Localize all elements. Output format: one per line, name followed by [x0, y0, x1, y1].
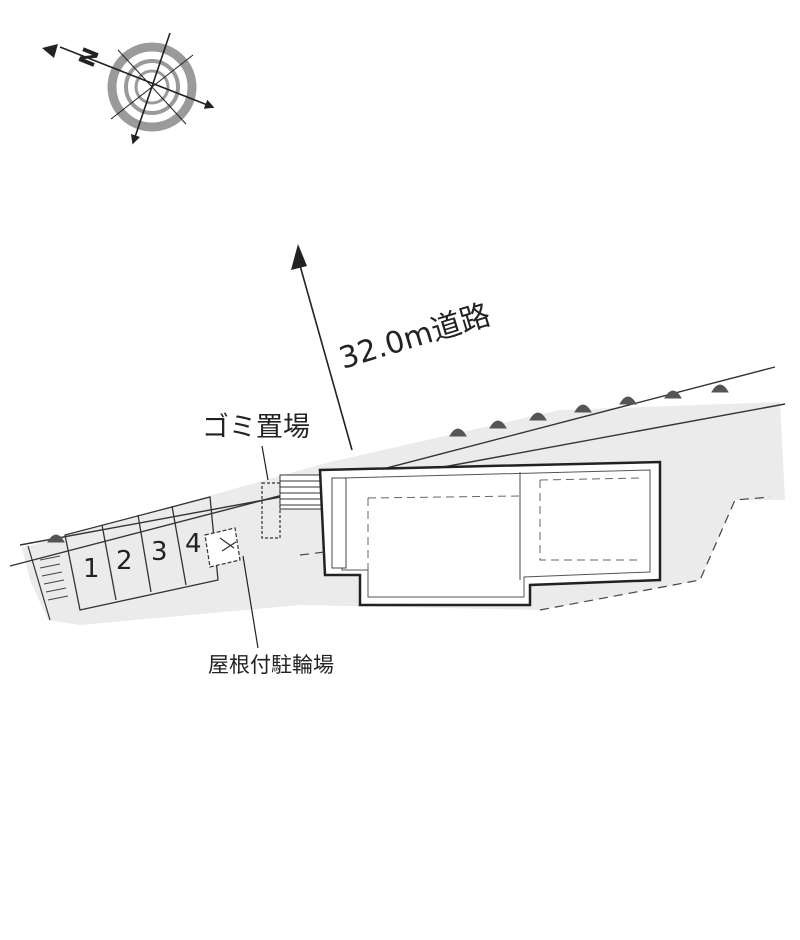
stall-number: 1: [83, 554, 100, 584]
bicycle-parking-label: 屋根付駐輪場: [208, 653, 334, 677]
hedge-trees: [47, 384, 729, 543]
garbage-label: ゴミ置場: [202, 412, 310, 443]
boundary-dashed: [299, 496, 771, 611]
stall-number: 2: [116, 546, 133, 576]
parking-lot: [64, 496, 219, 611]
road-arrow: [291, 244, 353, 451]
road-label: 32.0m道路: [335, 298, 494, 377]
compass-rose-icon: N: [42, 32, 215, 145]
north-arrow-icon: [42, 44, 58, 58]
entrance-steps: [279, 474, 323, 510]
bicycle-leader-line: [242, 555, 259, 649]
road-arrow-icon: [291, 244, 307, 270]
stall-number: 4: [185, 529, 202, 559]
bicycle-parking: [204, 527, 241, 568]
car-stop-icon: [39, 555, 69, 601]
garbage-area: [261, 482, 281, 539]
building: [318, 460, 662, 607]
parking-stalls: 1 2 3 4: [83, 529, 202, 584]
north-letter: N: [75, 44, 105, 70]
garbage-leader-line: [261, 445, 269, 481]
stall-number: 3: [151, 537, 168, 567]
